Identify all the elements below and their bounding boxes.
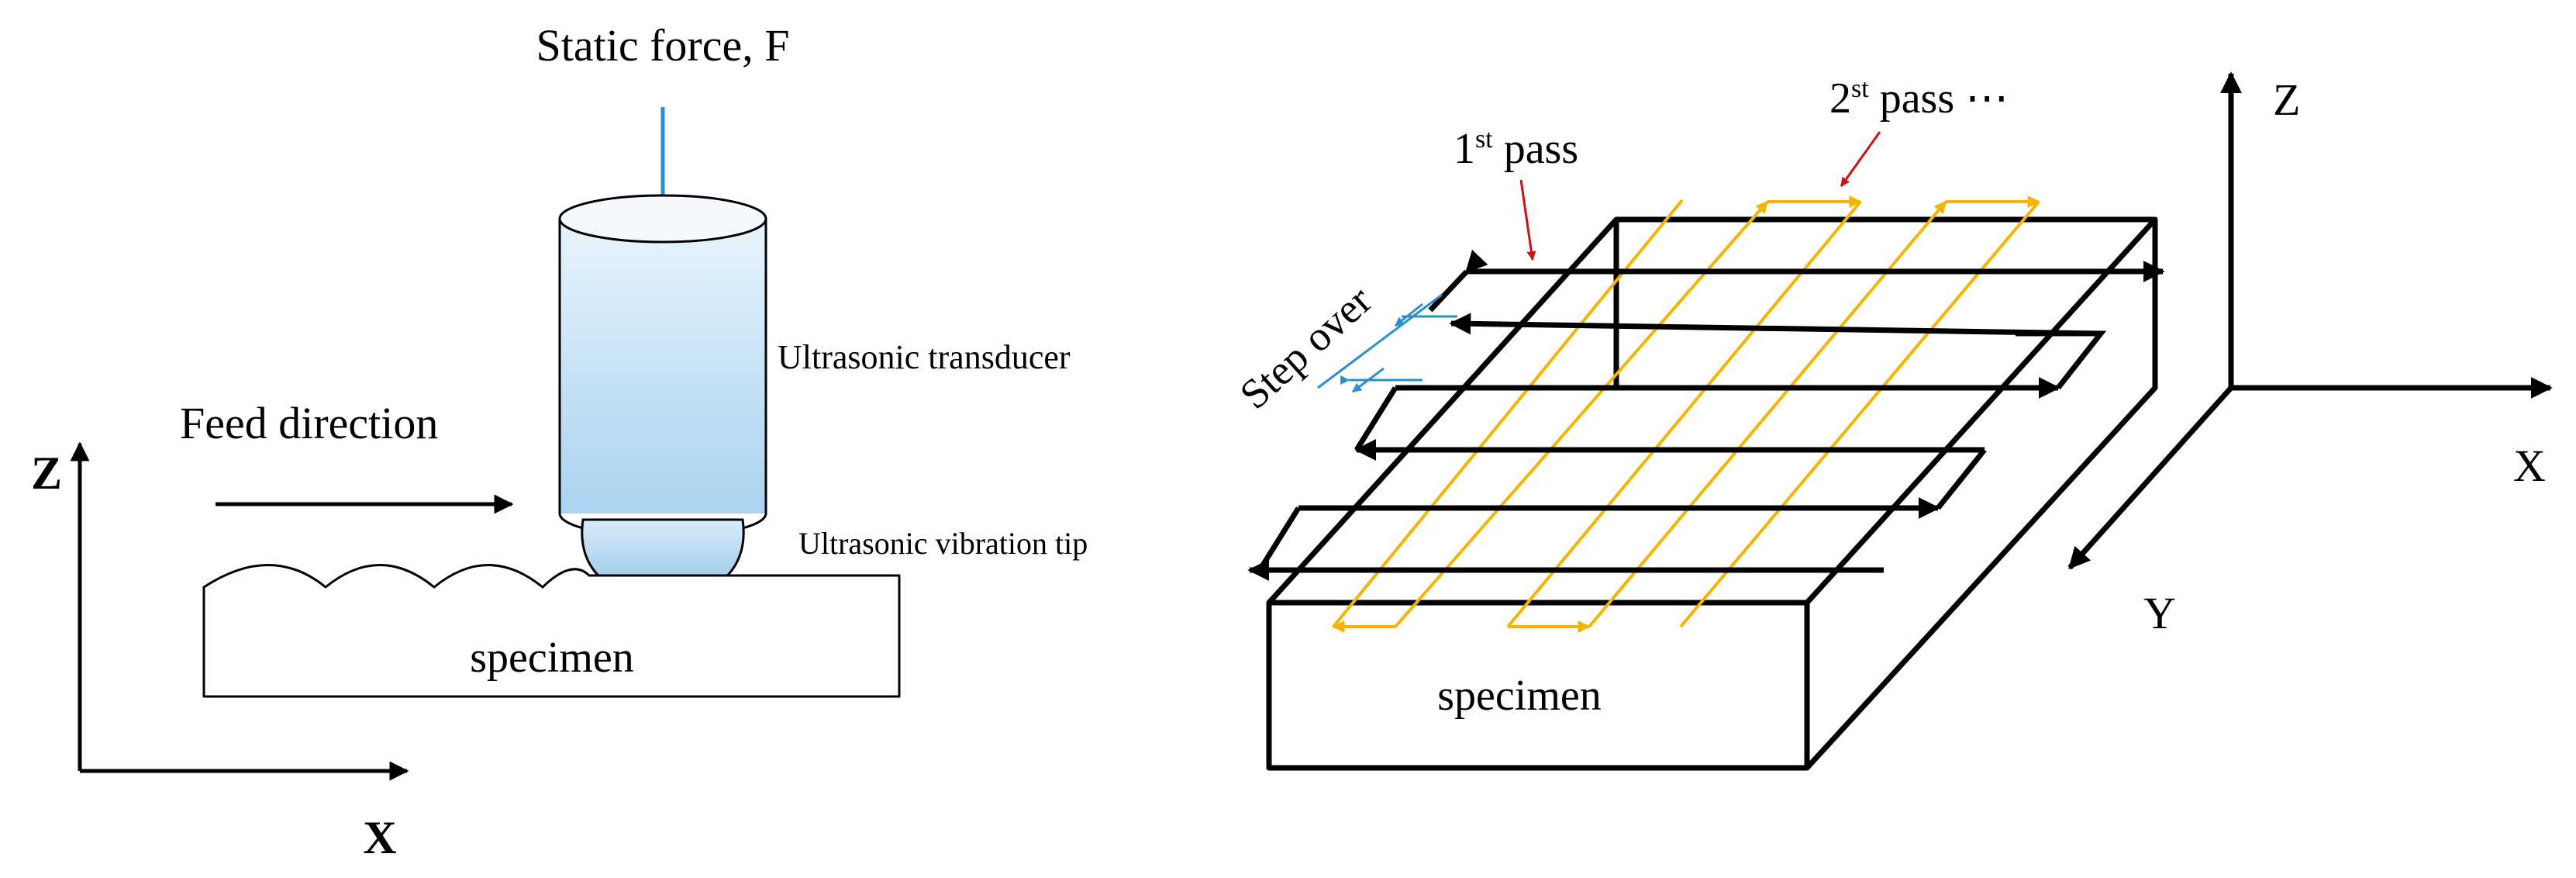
step-over-indicator: Step over bbox=[1231, 277, 1457, 418]
second-pass-sup: st bbox=[1851, 74, 1869, 103]
specimen-label: specimen bbox=[470, 634, 633, 682]
static-force-label: Static force, F bbox=[536, 20, 790, 71]
specimen-block bbox=[202, 564, 901, 698]
second-pass-word: pass ⋯ bbox=[1869, 74, 2009, 123]
specimen-box bbox=[1266, 216, 2158, 771]
feed-direction-label: Feed direction bbox=[180, 398, 438, 448]
transducer-label: Ultrasonic transducer bbox=[778, 338, 1071, 376]
second-pass-label: 2st pass ⋯ bbox=[1829, 74, 2009, 123]
z-axis-label: Z bbox=[31, 448, 62, 499]
second-pass-number: 2 bbox=[1829, 74, 1851, 123]
step-over-label: Step over bbox=[1231, 277, 1381, 418]
specimen-label-3d: specimen bbox=[1437, 672, 1601, 720]
first-pass-path bbox=[1247, 250, 2165, 581]
first-pass-sup: st bbox=[1475, 125, 1493, 154]
first-pass-pointer bbox=[1519, 179, 1536, 261]
ultrasonic-transducer bbox=[558, 194, 767, 538]
x-axis-label-3d: X bbox=[2513, 441, 2546, 491]
y-axis-label-3d: Y bbox=[2143, 588, 2176, 638]
left-panel: Static force, F Ultrasonic transducer Ul… bbox=[31, 20, 1088, 863]
vibration-tip-label: Ultrasonic vibration tip bbox=[798, 526, 1088, 561]
x-axis-label: X bbox=[363, 812, 396, 863]
first-pass-number: 1 bbox=[1454, 125, 1475, 173]
z-axis-label-3d: Z bbox=[2273, 74, 2300, 125]
right-panel: specimen bbox=[1231, 71, 2553, 771]
second-pass-pointer bbox=[1840, 131, 1881, 187]
y-axis-arrow-3d bbox=[2067, 385, 2233, 570]
first-pass-word: pass bbox=[1493, 125, 1578, 173]
first-pass-label: 1st pass bbox=[1454, 125, 1578, 173]
